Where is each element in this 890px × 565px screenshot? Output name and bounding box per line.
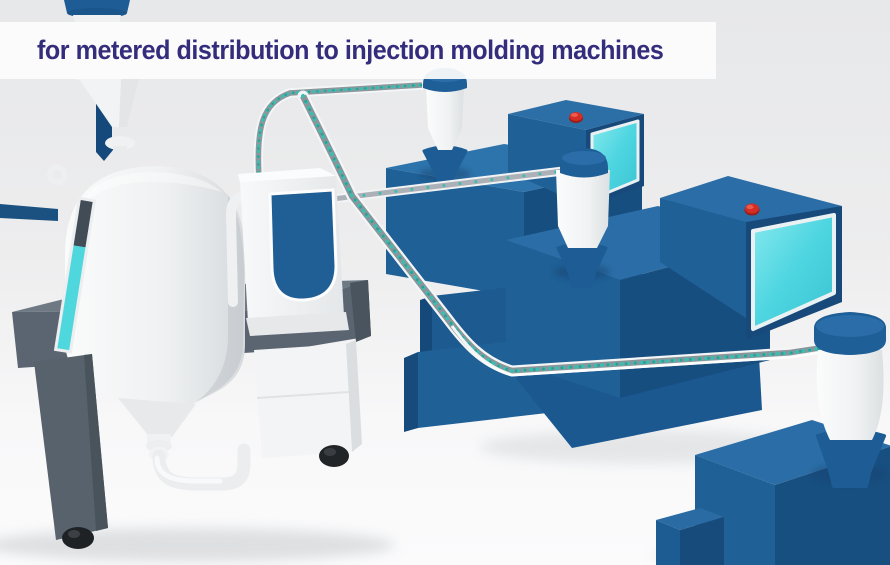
m2-window bbox=[751, 213, 836, 331]
funnel-cone-shade bbox=[119, 79, 139, 127]
pipe3-granules-dark bbox=[301, 94, 845, 373]
m1-pedestal-1-left bbox=[420, 296, 432, 362]
m2-head-front bbox=[660, 198, 746, 318]
stand-leg-left bbox=[34, 354, 108, 549]
h3-body bbox=[816, 350, 884, 440]
unit-caster-wheel bbox=[319, 445, 349, 467]
lifting-ring bbox=[46, 164, 68, 186]
control-unit bbox=[225, 168, 362, 467]
dark-feed-pipe-left bbox=[0, 204, 58, 221]
cabinet-seam bbox=[256, 391, 350, 399]
h3-cap-top bbox=[816, 315, 884, 337]
m3-step-front bbox=[656, 520, 680, 565]
unit-top-face bbox=[238, 168, 336, 183]
tank-dome-highlight bbox=[80, 172, 222, 210]
caption-banner: for metered distribution to injection mo… bbox=[0, 22, 716, 79]
pipe1-granules-dark bbox=[257, 83, 424, 180]
m3-step-top bbox=[656, 508, 724, 530]
tank-bottom-cone bbox=[118, 398, 196, 437]
caster-highlight bbox=[68, 530, 80, 538]
unit-cabinet bbox=[254, 344, 352, 458]
unit-cabinet-side bbox=[346, 340, 362, 452]
conveying-pipe-to-hopper-1 bbox=[253, 80, 427, 183]
hopper-loader-3 bbox=[812, 312, 888, 488]
unit-caster-highlight bbox=[324, 448, 336, 456]
conveying-pipe-to-hopper-3 bbox=[297, 90, 849, 377]
unit-bottom-lip bbox=[246, 312, 349, 336]
caster-wheel bbox=[62, 527, 94, 549]
pipe3-bottom-lip bbox=[450, 325, 841, 377]
leg-shade bbox=[84, 354, 108, 531]
stand-right-edge bbox=[350, 280, 371, 342]
conveying-pipe-to-hopper-2 bbox=[295, 166, 568, 208]
caption-text: for metered distribution to injection mo… bbox=[37, 35, 664, 65]
pipe2-interior bbox=[299, 168, 564, 206]
sight-glass bbox=[53, 196, 97, 354]
funnel-neck-lower bbox=[113, 146, 127, 174]
pipe1-granules bbox=[256, 83, 424, 180]
shadow-left-station bbox=[0, 528, 395, 562]
cyclone-collar bbox=[73, 15, 121, 22]
m2-red-button-highlight bbox=[746, 204, 754, 210]
unit-blue-panel bbox=[268, 188, 338, 302]
outlet-elbow-highlight bbox=[154, 455, 223, 484]
funnel-neck bbox=[112, 127, 127, 138]
h1-body bbox=[426, 86, 464, 150]
molding-machine-2 bbox=[506, 176, 842, 448]
m1-pedestal-2-left bbox=[404, 352, 418, 432]
tank-funnel bbox=[79, 79, 139, 174]
sight-glass-level bbox=[57, 245, 86, 351]
tank-body bbox=[65, 166, 245, 414]
funnel-collar bbox=[105, 136, 135, 150]
sight-glass-upper bbox=[73, 200, 93, 248]
hopper-loader-2 bbox=[554, 148, 610, 288]
tank-outlet bbox=[147, 434, 171, 443]
m3-step-right bbox=[680, 517, 724, 565]
m1-body-front bbox=[386, 168, 524, 298]
m1-red-button-highlight bbox=[571, 113, 578, 117]
h2-body bbox=[556, 170, 610, 248]
h2-cap-top bbox=[562, 151, 606, 165]
